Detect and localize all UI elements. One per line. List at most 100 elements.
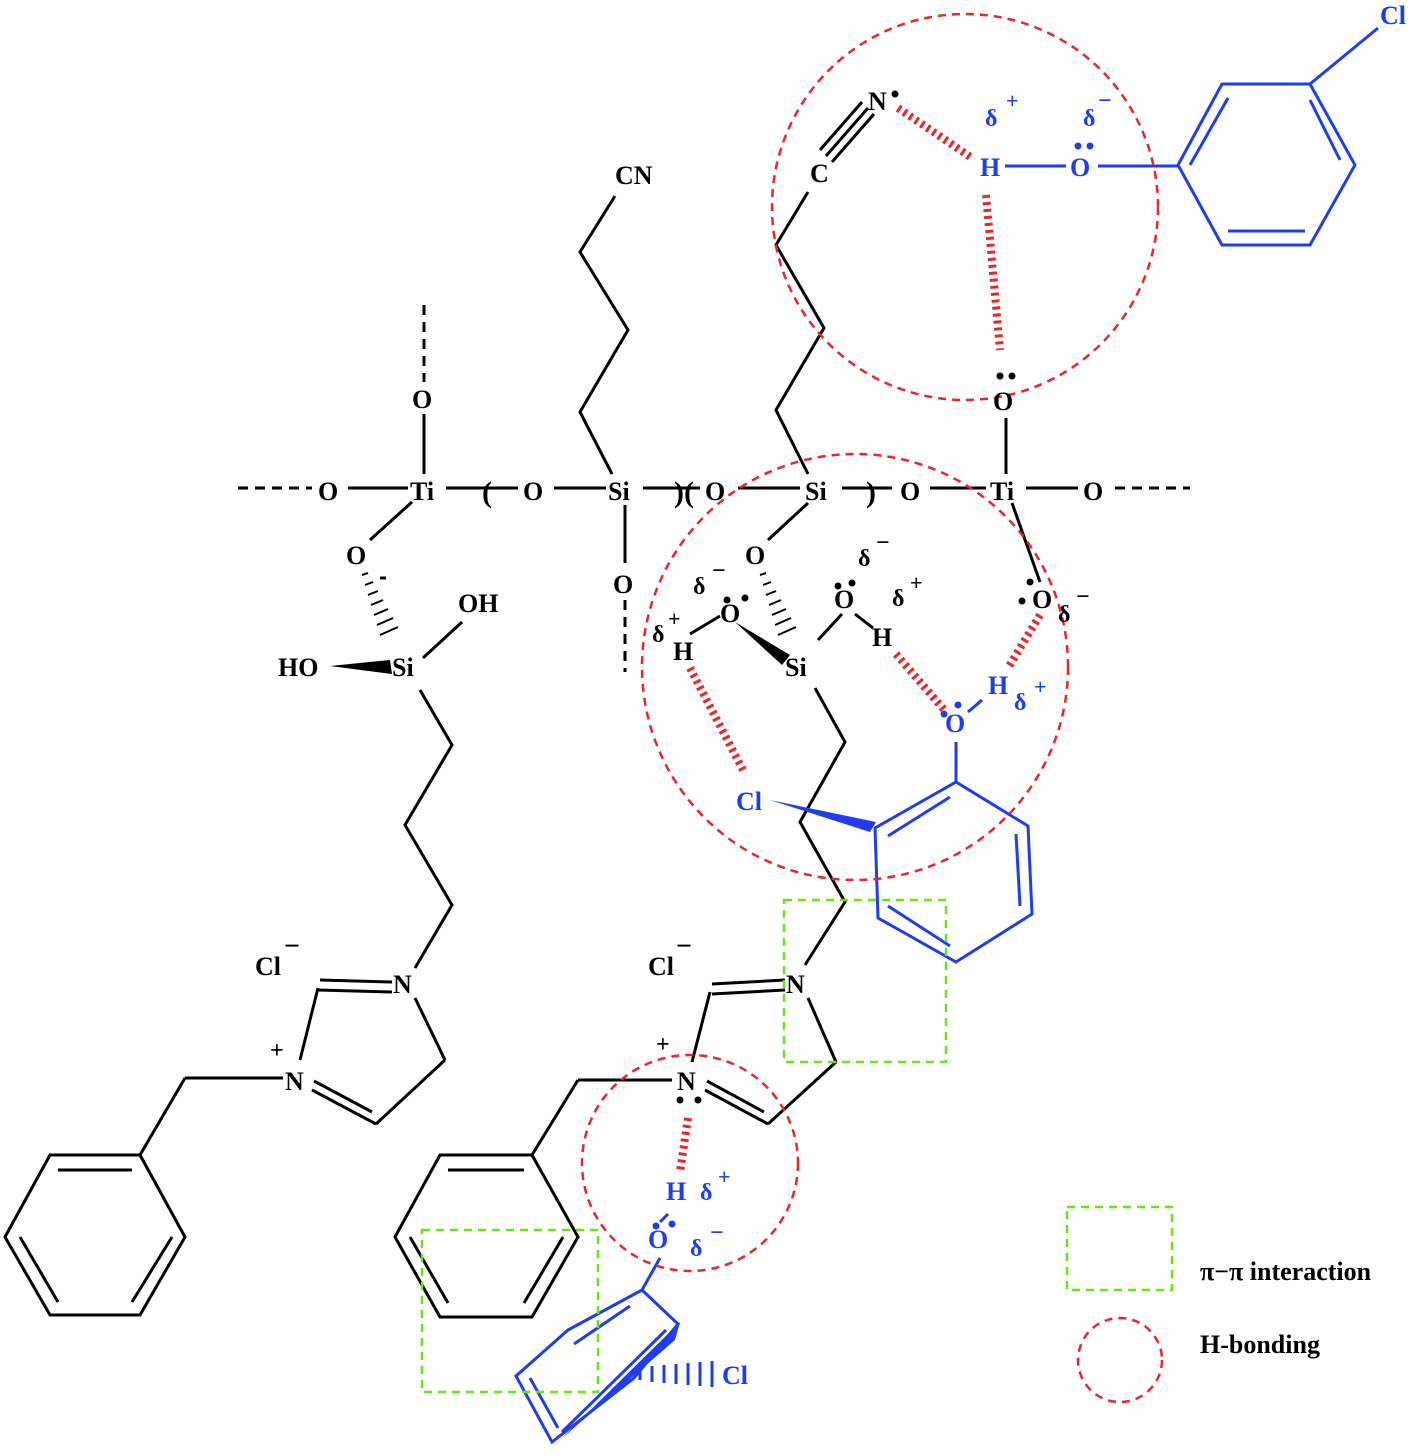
bond	[1010, 502, 1042, 583]
atom-h: H	[872, 623, 892, 652]
solid-wedge	[735, 622, 790, 665]
atom-si: Si	[608, 477, 630, 506]
atom-ti: Ti	[990, 477, 1014, 506]
solid-wedge-cl	[770, 800, 876, 832]
h-bond	[686, 666, 748, 774]
delta-symbol: δ	[1058, 602, 1070, 628]
atom-o: O	[720, 599, 740, 628]
bond	[766, 501, 810, 542]
h-bonding-circles	[580, 12, 1160, 1273]
plus-charge: +	[910, 570, 923, 595]
atom-n-plus: N	[285, 1067, 304, 1096]
benzyl-ring-left	[3, 1153, 187, 1317]
minus-charge: −	[1098, 88, 1112, 114]
solid-wedge-bottom	[560, 1322, 680, 1440]
plus-charge: +	[270, 1038, 284, 1064]
atom-si: Si	[805, 477, 827, 506]
atom-n: N	[868, 87, 887, 116]
legend-pi-label: π−π interaction	[1200, 1257, 1372, 1286]
bond	[854, 612, 874, 630]
plus-charge: +	[656, 1032, 670, 1058]
plus-charge: +	[1006, 88, 1019, 113]
atom-labels: O Ti ( O Si ) ( O Si ) O Ti O O O O O O …	[255, 1, 1406, 1390]
atom-cl: Cl	[722, 1361, 748, 1390]
minus-charge: −	[676, 931, 692, 962]
h-bond	[676, 1117, 692, 1173]
hashed-wedge	[361, 572, 399, 636]
atom-o: O	[993, 387, 1013, 416]
legend: π−π interaction H-bonding	[1065, 1205, 1372, 1404]
minus-charge: −	[284, 931, 300, 962]
atom-si: Si	[392, 653, 414, 682]
h-bonding-circle-top	[770, 12, 1160, 402]
plus-charge: +	[668, 606, 681, 631]
imidazolium-left	[138, 978, 447, 1156]
left-silanol	[380, 576, 464, 969]
plus-charge: +	[1034, 674, 1047, 699]
paren-open: (	[684, 476, 694, 509]
chlorophenol-top	[1005, 26, 1379, 247]
atom-o: O	[613, 570, 633, 599]
h-bonding-circle-bottom	[580, 1053, 800, 1273]
pi-pi-box-upper	[782, 898, 948, 1064]
atom-h: H	[666, 1177, 686, 1206]
hydroxyl-oh: OH	[458, 589, 498, 618]
atom-h: H	[673, 637, 693, 666]
atom-n: N	[393, 970, 412, 999]
atom-o: O	[1070, 153, 1090, 182]
delta-symbol: δ	[1014, 690, 1026, 716]
minus-charge: −	[876, 530, 890, 556]
delta-symbol: δ	[892, 586, 904, 612]
paren-close: )	[674, 476, 684, 509]
delta-symbol: δ	[858, 546, 870, 572]
paren-open: (	[482, 476, 492, 509]
bond	[689, 614, 721, 636]
atom-h: H	[980, 153, 1000, 182]
minus-charge: −	[712, 558, 726, 584]
benzyl-ring-right	[393, 1153, 580, 1319]
atom-o: O	[1032, 585, 1052, 614]
atom-o: O	[523, 477, 543, 506]
bond	[658, 1212, 670, 1224]
h-bond	[895, 104, 975, 162]
h-bond	[1004, 612, 1044, 671]
backbone	[238, 305, 1190, 672]
right-silanol-bonds	[689, 612, 874, 966]
atom-o: O	[705, 477, 725, 506]
atom-o: O	[900, 477, 920, 506]
delta-symbol: δ	[985, 106, 997, 132]
atom-o: O	[745, 541, 765, 570]
paren-close: )	[866, 476, 876, 509]
minus-charge: −	[1076, 584, 1090, 610]
delta-symbol: δ	[693, 574, 705, 600]
bond	[421, 620, 464, 660]
legend-hb-label: H-bonding	[1200, 1330, 1320, 1359]
atom-n-plus: N	[677, 1067, 696, 1096]
hashed-wedge-cl	[638, 1361, 714, 1387]
atom-h: H	[988, 671, 1008, 700]
minus-charge: −	[710, 1220, 724, 1246]
atom-cl: Cl	[736, 787, 762, 816]
atom-o: O	[648, 1225, 668, 1254]
plus-charge: +	[718, 1164, 731, 1189]
lone-pair-dots	[652, 90, 1094, 1230]
bond	[816, 612, 844, 642]
h-bonding-circle-middle	[640, 452, 1070, 882]
solid-wedge	[330, 660, 392, 674]
triple-bond	[818, 101, 876, 163]
imidazolium-right	[530, 978, 838, 1156]
atom-si: Si	[785, 653, 807, 682]
atom-cl: Cl	[1380, 1, 1406, 30]
cyano-group: CN	[615, 161, 653, 190]
h-bond	[982, 194, 1004, 351]
atom-o: O	[945, 709, 965, 738]
pi-pi-box-lower	[420, 1228, 600, 1394]
chlorophenol-middle	[873, 698, 1034, 964]
atom-o: O	[412, 385, 432, 414]
propyl-chain-left	[403, 689, 454, 969]
delta-symbol: δ	[690, 1236, 702, 1262]
h-bonds	[676, 104, 1044, 1173]
atom-c: C	[810, 159, 829, 188]
atom-o: O	[834, 585, 854, 614]
